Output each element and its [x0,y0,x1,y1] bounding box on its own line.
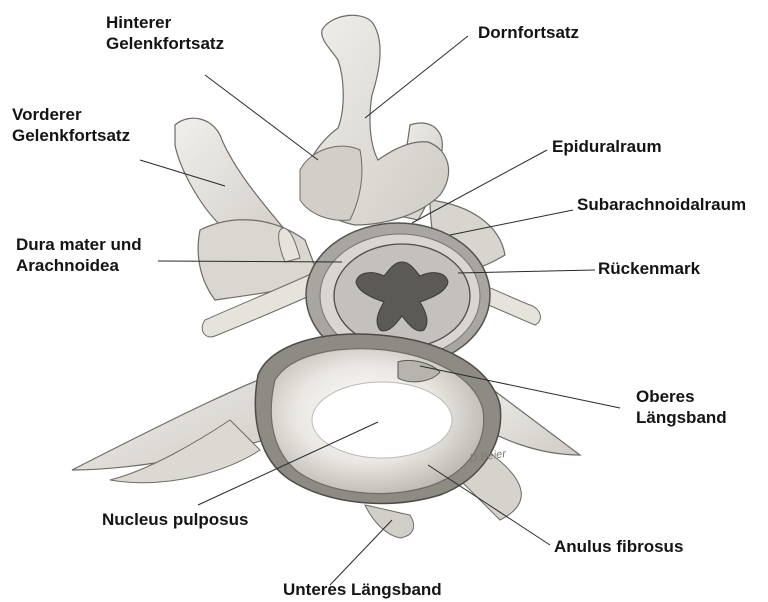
label-line: Gelenkfortsatz [106,33,224,54]
anterior-ligament [365,505,414,538]
label-unteres-laengsband: Unteres Längsband [283,579,442,600]
label-vorderer-gelenkfortsatz: Vorderer Gelenkfortsatz [12,104,130,146]
label-line: Arachnoidea [16,255,142,276]
label-line: Gelenkfortsatz [12,125,130,146]
label-line: Hinterer [106,12,224,33]
label-line: Längsband [636,407,727,428]
label-anulus-fibrosus: Anulus fibrosus [554,536,683,557]
nucleus-pulposus [312,382,452,458]
posterior-facet-surface [300,146,362,220]
label-hinterer-gelenkfortsatz: Hinterer Gelenkfortsatz [106,12,224,54]
label-rueckenmark: Rückenmark [598,258,700,279]
leader-dura [158,261,342,262]
label-subarachnoidalraum: Subarachnoidalraum [577,194,746,215]
label-dornfortsatz: Dornfortsatz [478,22,579,43]
label-line: Dura mater und [16,234,142,255]
leader-unteres [330,520,392,585]
label-oberes-laengsband: Oberes Längsband [636,386,727,428]
label-dura-mater: Dura mater und Arachnoidea [16,234,142,276]
label-line: Vorderer [12,104,130,125]
label-epiduralraum: Epiduralraum [552,136,662,157]
label-line: Oberes [636,386,727,407]
label-nucleus-pulposus: Nucleus pulposus [102,509,248,530]
